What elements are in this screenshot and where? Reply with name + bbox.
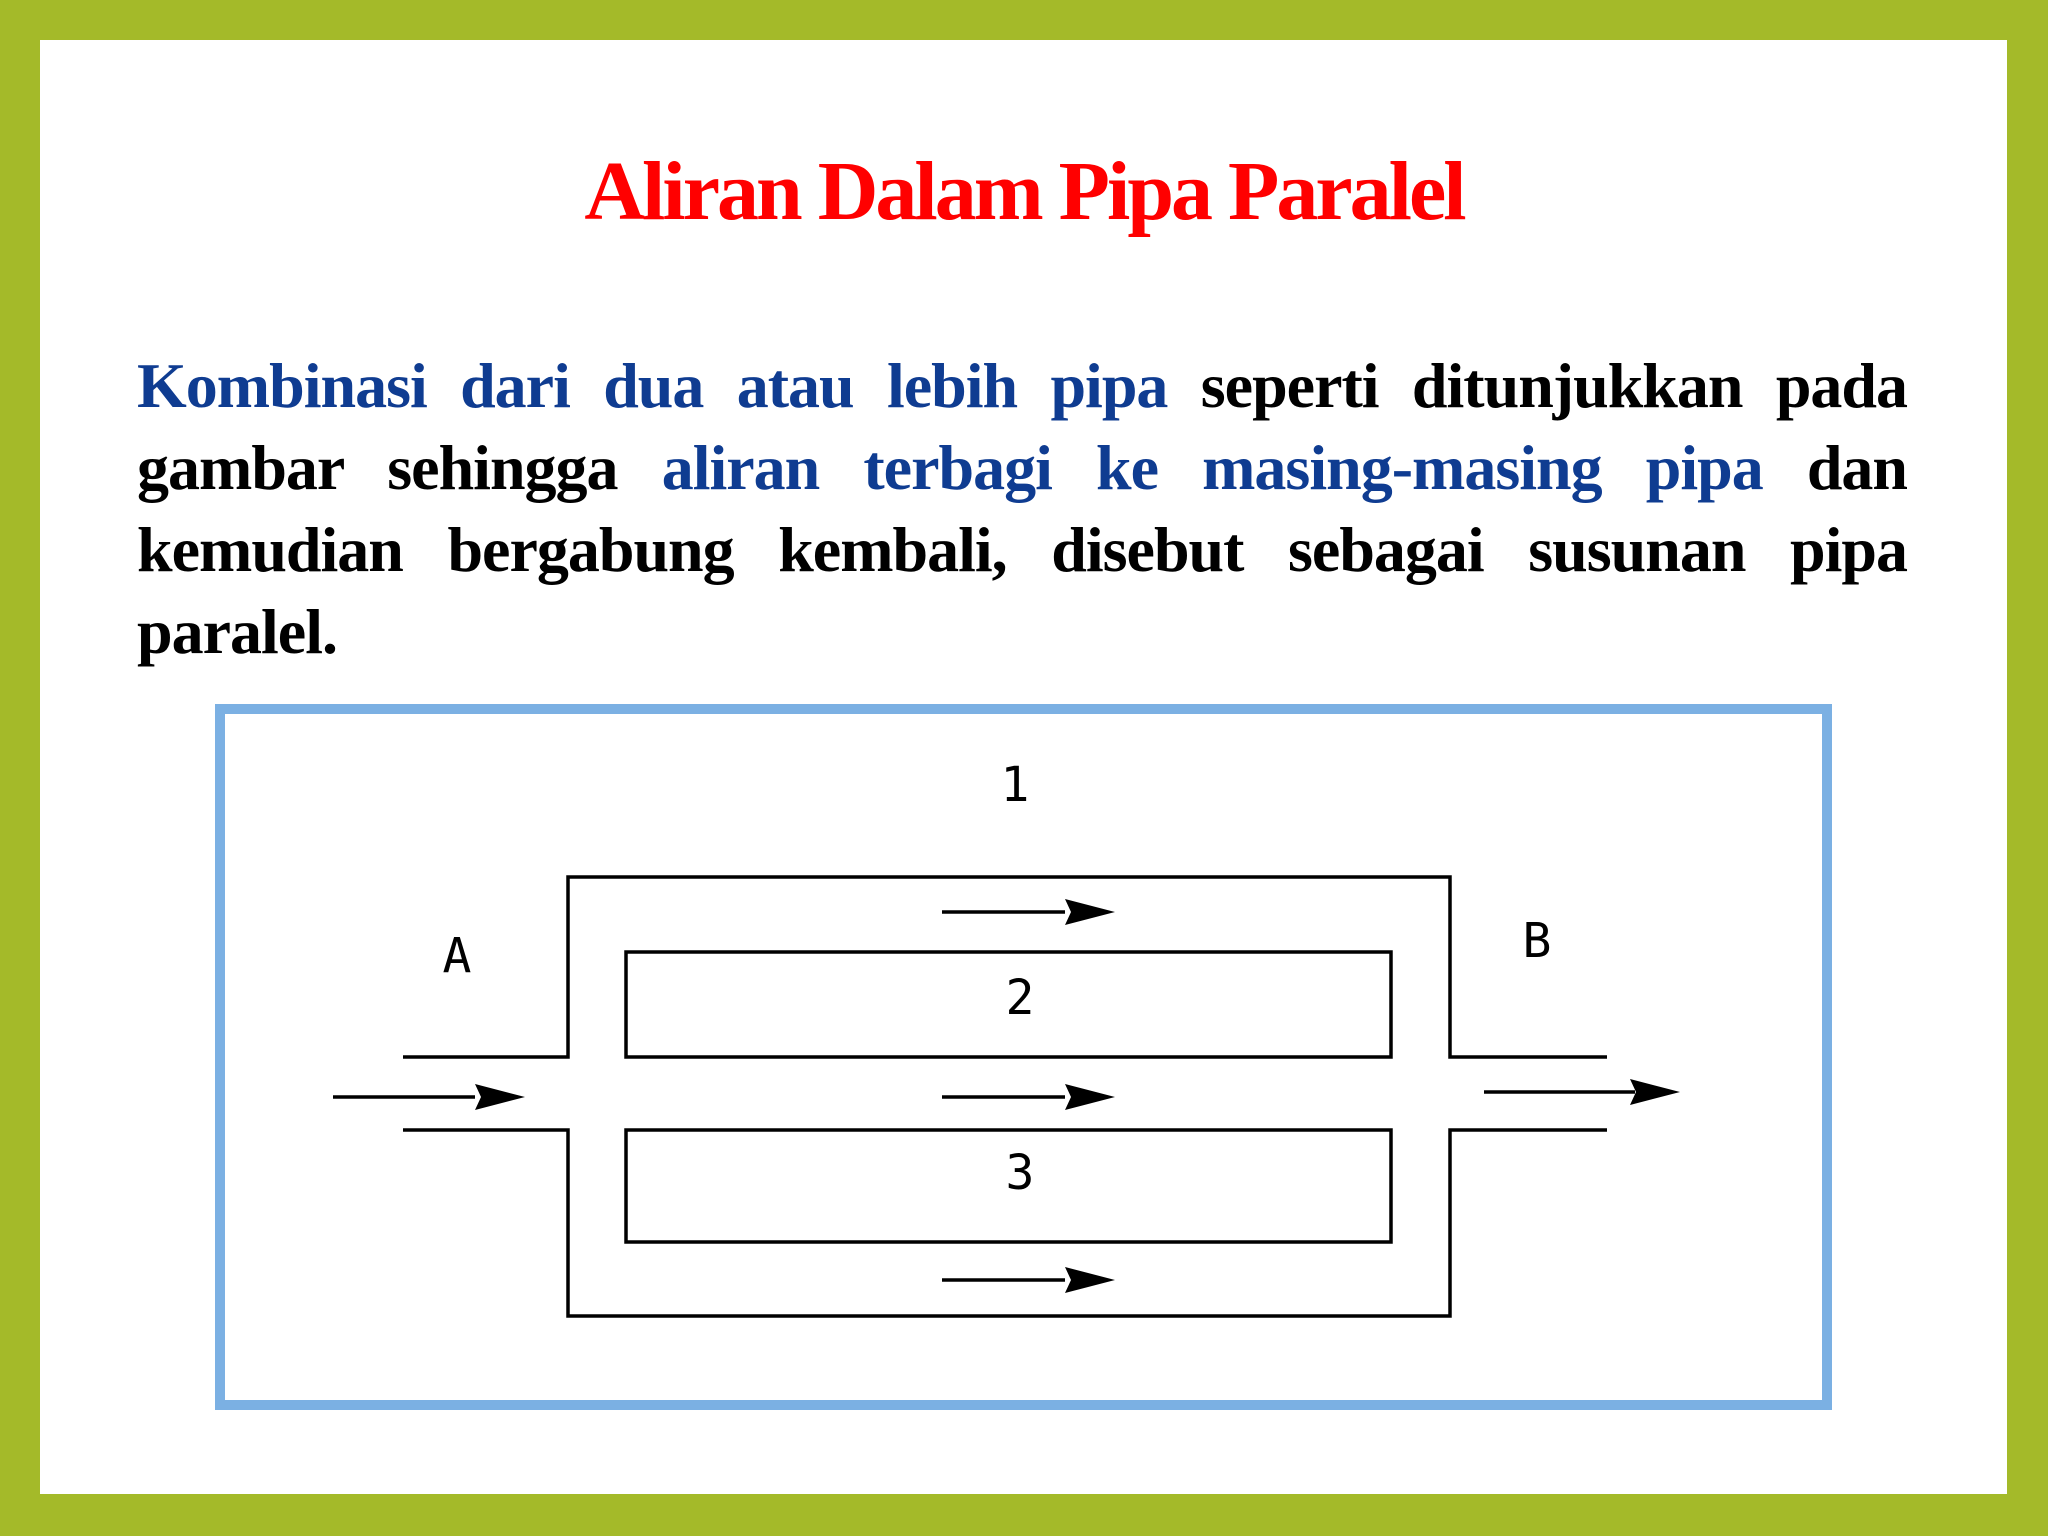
pipe-divider-upper	[624, 950, 1393, 1059]
paragraph-segment-4: dan kemudian bergabung kembali, disebut …	[137, 432, 1908, 667]
pipe-3-label: 3	[1006, 1145, 1035, 1201]
arrow-inlet-icon	[475, 1084, 525, 1110]
pipe-1-label: 1	[1001, 757, 1030, 813]
arrow-branch-2-icon	[1065, 1084, 1115, 1110]
arrow-branch-1-icon	[1065, 899, 1115, 925]
pipe-2-label: 2	[1006, 970, 1035, 1026]
pipe-divider-lower	[624, 1128, 1393, 1244]
parallel-pipe-diagram: 1 2 3 A B	[215, 704, 1832, 1410]
inlet-label-a: A	[443, 928, 472, 984]
outlet-label-b: B	[1523, 913, 1552, 969]
arrow-branch-3-icon	[1065, 1267, 1115, 1293]
pipe-outer-wall-top	[403, 875, 1607, 1059]
paragraph-segment-1: Kombinasi dari dua atau lebih pipa	[137, 350, 1201, 421]
slide-title: Aliran Dalam Pipa Paralel	[584, 145, 1466, 238]
arrow-outlet-icon	[1630, 1079, 1680, 1105]
paragraph-segment-3: aliran terbagi ke masing-masing pipa	[661, 432, 1807, 503]
pipe-outer-wall-bottom	[403, 1128, 1607, 1318]
pipe-diagram-svg: 1 2 3 A B	[333, 757, 1680, 1318]
paragraph-segment-2: seperti ditunjukkan pada gambar sehingga	[137, 350, 1908, 503]
slide-paragraph: Kombinasi dari dua atau lebih pipa seper…	[137, 345, 1908, 673]
